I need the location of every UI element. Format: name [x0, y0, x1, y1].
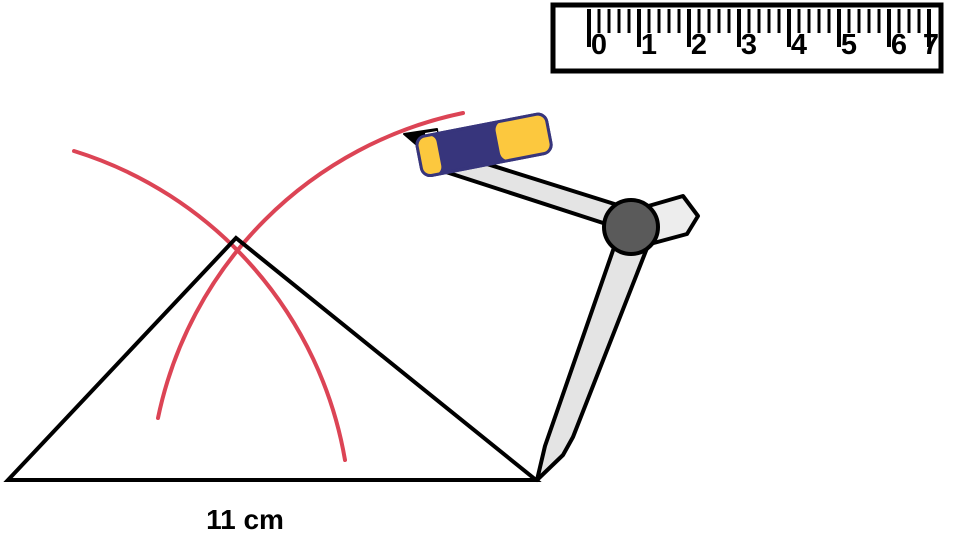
ruler-label-2: 2	[691, 29, 707, 61]
ruler-label-6: 6	[891, 29, 907, 61]
construction-arcs-group	[72, 111, 465, 462]
ruler-label-3: 3	[741, 29, 757, 61]
ruler-tick-marks	[587, 9, 931, 47]
arc-from-right-vertex	[156, 111, 465, 420]
ruler-label-5: 5	[841, 29, 857, 61]
pencil-front-band	[416, 135, 442, 176]
compass-needle-arm	[535, 234, 651, 482]
triangle-base-length-label: 11 cm	[206, 504, 284, 534]
pencil-body-outline	[415, 112, 553, 178]
pencil-group	[415, 112, 553, 178]
triangle-outline	[3, 235, 542, 482]
compass-pivot-hub[interactable]	[602, 198, 660, 256]
ruler-label-1: 1	[641, 29, 657, 61]
ruler-label-7: 7	[923, 29, 939, 61]
compass-group[interactable]	[403, 112, 700, 482]
ruler-label-0: 0	[591, 29, 607, 61]
arc-from-left-vertex	[72, 149, 347, 462]
pencil-rear-ferrule	[495, 114, 552, 161]
triangle-group	[3, 235, 542, 482]
ruler-label-4: 4	[791, 29, 807, 61]
